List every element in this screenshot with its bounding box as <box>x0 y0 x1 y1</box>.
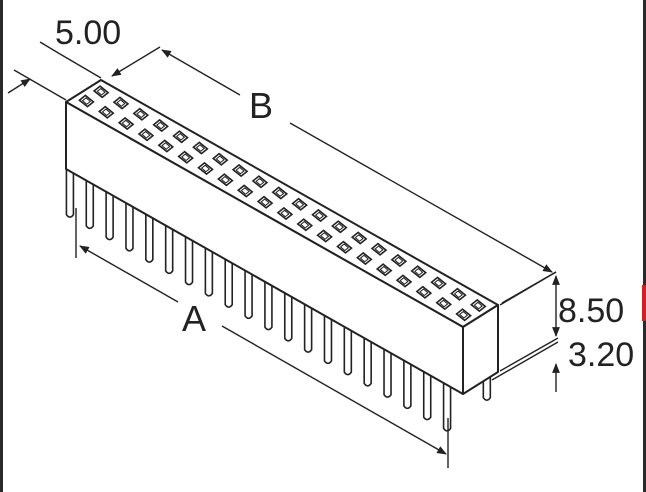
width-dimension-arrow-right <box>111 46 161 77</box>
socket-hole-inner <box>81 97 92 105</box>
socket-hole-inner <box>195 144 206 152</box>
socket-hole-inner <box>260 198 270 207</box>
right-edge-red-marker <box>642 285 646 321</box>
pin <box>343 325 353 376</box>
socket-hole-inner <box>453 290 464 299</box>
socket-hole-inner <box>255 177 265 186</box>
height-extension-bottom <box>499 337 559 372</box>
socket-hole-inner <box>161 142 171 150</box>
pin <box>383 347 392 398</box>
socket-hole-inner <box>235 166 245 175</box>
pin <box>303 302 313 353</box>
socket-hole-inner <box>181 153 191 162</box>
socket-hole-inner <box>374 245 384 254</box>
left-frame-edge <box>0 0 3 492</box>
dimension-lines <box>7 41 560 468</box>
socket-hole-inner <box>379 265 389 274</box>
socket-hole-inner <box>121 119 131 128</box>
pin <box>105 190 114 241</box>
length-dimension-line-a <box>161 49 241 96</box>
pin <box>323 314 333 365</box>
socket-hole-inner <box>141 130 151 139</box>
pin <box>403 359 412 410</box>
socket-hole-inner <box>354 234 364 242</box>
connector-body <box>65 79 499 395</box>
socket-hole-inner <box>334 222 344 231</box>
pin-span-dimension-label: A <box>182 298 206 339</box>
socket-hole-inner <box>175 132 186 141</box>
length-dimension-line-b <box>289 122 553 273</box>
socket-hole-inner <box>156 121 166 130</box>
socket-hole-group <box>78 85 487 322</box>
socket-hole-inner <box>300 220 310 229</box>
pin-span-dimension-line-a <box>79 245 179 303</box>
socket-hole-inner <box>136 110 146 119</box>
socket-hole-inner <box>473 301 483 310</box>
right-frame-edge <box>643 0 646 492</box>
width-extension-line-right <box>59 53 102 79</box>
width-leader-line <box>39 41 61 55</box>
pin <box>65 167 75 218</box>
socket-hole-inner <box>419 288 429 297</box>
width-extension-line-left <box>13 69 67 101</box>
socket-hole-inner <box>319 232 330 240</box>
socket-hole-inner <box>314 211 325 220</box>
pin-height-dimension-label: 3.20 <box>568 336 634 374</box>
pin <box>85 179 95 230</box>
socket-hole-inner <box>200 164 211 173</box>
pin-span-dimension-line-b <box>221 325 447 455</box>
pin <box>204 246 214 297</box>
socket-hole-inner <box>240 187 250 195</box>
socket-hole-inner <box>220 175 231 184</box>
height-extension-top <box>499 271 557 306</box>
socket-hole-inner <box>433 279 444 287</box>
pin <box>184 235 194 286</box>
socket-hole-inner <box>414 267 424 276</box>
socket-hole-inner <box>439 299 449 308</box>
pin <box>164 224 174 275</box>
width-dimension-label: 5.00 <box>55 14 121 52</box>
pin <box>283 291 293 342</box>
socket-hole-inner <box>339 243 350 252</box>
pin <box>224 257 234 308</box>
width-dimension-arrow-left <box>7 78 31 94</box>
pin <box>244 269 253 320</box>
socket-hole-inner <box>399 277 409 285</box>
socket-hole-inner <box>394 256 404 265</box>
socket-hole-inner <box>359 254 369 263</box>
pin <box>442 381 452 432</box>
pin <box>125 201 134 252</box>
length-dimension-label: B <box>249 85 273 126</box>
pin-height-extension-bottom <box>491 341 559 381</box>
pin <box>264 280 273 331</box>
socket-hole-inner <box>280 209 290 218</box>
socket-hole-inner <box>96 87 106 96</box>
socket-hole-inner <box>116 99 126 107</box>
socket-hole-inner <box>294 200 305 209</box>
pin <box>363 336 372 387</box>
pin <box>422 370 432 421</box>
pin <box>145 212 154 263</box>
socket-hole-inner <box>275 189 285 197</box>
body-front-face <box>65 101 464 395</box>
body-height-dimension-label: 8.50 <box>558 292 624 330</box>
socket-hole-inner <box>458 310 469 319</box>
socket-hole-inner <box>101 108 111 117</box>
socket-hole-inner <box>215 155 225 164</box>
